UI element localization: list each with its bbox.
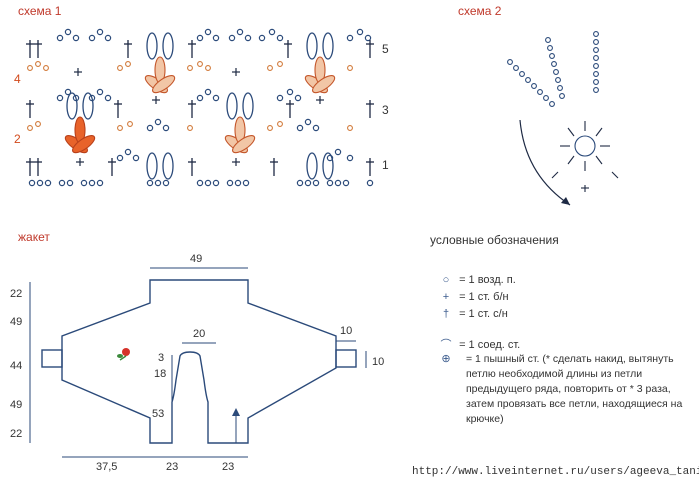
dim-top-width: 49 — [190, 253, 203, 265]
chain-stitch-icon: ○ — [442, 274, 450, 286]
puff-stitch-icon: ⊕ — [441, 353, 451, 365]
jacket-title: жакет — [18, 230, 50, 244]
legend-puff-stitch-text: = 1 пышный ст. (* сделать накид, вытянут… — [466, 353, 683, 425]
double-crochet-icon: † — [442, 308, 450, 320]
dim-left-4: 49 — [10, 399, 23, 411]
dim-collar: 3 — [158, 352, 165, 364]
dim-neck: 20 — [193, 328, 206, 340]
arrow-up-icon — [232, 408, 240, 416]
scheme2-chart — [507, 31, 619, 206]
row-number-1: 1 — [382, 158, 389, 172]
dim-left-5: 22 — [10, 428, 23, 440]
jacket-dimension-lines — [29, 267, 367, 458]
scheme1-title: схема 1 — [18, 4, 62, 18]
row-number-4: 4 — [14, 72, 21, 86]
slip-stitch-icon: ⌒ — [440, 339, 452, 351]
legend-chain-stitch: ○ = 1 возд. п. — [436, 274, 516, 286]
legend-title: условные обозначения — [430, 233, 559, 247]
scheme2-title: схема 2 — [458, 4, 502, 18]
rose-icon — [117, 348, 130, 361]
dim-sleeve-right: 10 — [340, 325, 353, 337]
legend-puff-stitch-symbol: ⊕ — [436, 352, 456, 365]
row-number-3: 3 — [382, 103, 389, 117]
dim-bottom-right: 23 — [222, 461, 235, 473]
legend-double-crochet: † = 1 ст. с/н — [436, 308, 508, 320]
single-crochet-icon: + — [442, 291, 450, 303]
row-number-2: 2 — [14, 132, 21, 146]
dim-sleeve-height: 10 — [372, 356, 385, 368]
dim-left-2: 49 — [10, 316, 23, 328]
dim-bottom-mid: 23 — [166, 461, 179, 473]
footer-url[interactable]: http://www.liveinternet.ru/users/ageeva_… — [412, 466, 699, 478]
dim-neck-depth: 18 — [154, 368, 167, 380]
row-number-5: 5 — [382, 42, 389, 56]
dim-front-length: 53 — [152, 408, 165, 420]
legend-slip-stitch: ⌒ = 1 соед. ст. — [436, 336, 521, 352]
legend-single-crochet: + = 1 ст. б/н — [436, 291, 509, 303]
dim-left-3: 44 — [10, 360, 23, 372]
scheme1-chart — [26, 28, 374, 187]
dim-bottom-left: 37,5 — [96, 461, 118, 473]
dim-left-1: 22 — [10, 288, 23, 300]
jacket-pattern — [41, 279, 357, 444]
